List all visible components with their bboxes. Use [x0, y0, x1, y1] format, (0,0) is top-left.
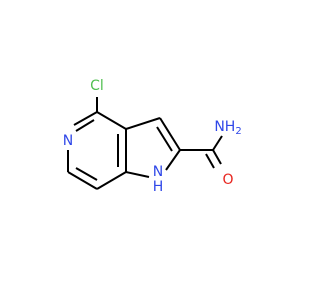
atom-pyrrole-nitrogen: N: [153, 164, 163, 180]
atom-chlorine: Cl: [90, 78, 104, 94]
bond-camide-o-b: [205, 153, 215, 169]
bond-c6-c7-b: [75, 167, 98, 181]
bond-camide-nh2: [212, 135, 223, 151]
atom-pyridine-nitrogen: N: [63, 133, 73, 149]
bond-c4-n5-a: [73, 111, 98, 126]
bond-c4-n5-b: [75, 119, 95, 132]
bonds: [67, 97, 223, 190]
bond-c3-c2-b: [156, 126, 173, 152]
amide-nh-text: NH: [214, 119, 235, 135]
atom-amide-nitrogen: NH2: [214, 119, 241, 137]
bond-c3a-c4: [96, 111, 127, 130]
bond-camide-o-a: [212, 149, 222, 165]
molecule-structure: Cl N NH2 O N H: [63, 78, 242, 195]
amide-subscript: 2: [235, 126, 241, 137]
bond-c7-c7a: [96, 171, 127, 190]
bond-n1-c7a: [125, 171, 150, 178]
molecule-canvas: Cl N NH2 O N H: [62, 78, 242, 195]
atom-labels: Cl N NH2 O N H: [63, 78, 242, 195]
bond-c3-c2-a: [159, 117, 181, 151]
bond-c2-n1: [165, 149, 181, 171]
bond-c6-c7-a: [67, 171, 98, 190]
bond-c3a-c3: [125, 117, 161, 130]
atom-oxygen: O: [222, 172, 233, 188]
atom-pyrrole-hydrogen: H: [153, 179, 164, 195]
